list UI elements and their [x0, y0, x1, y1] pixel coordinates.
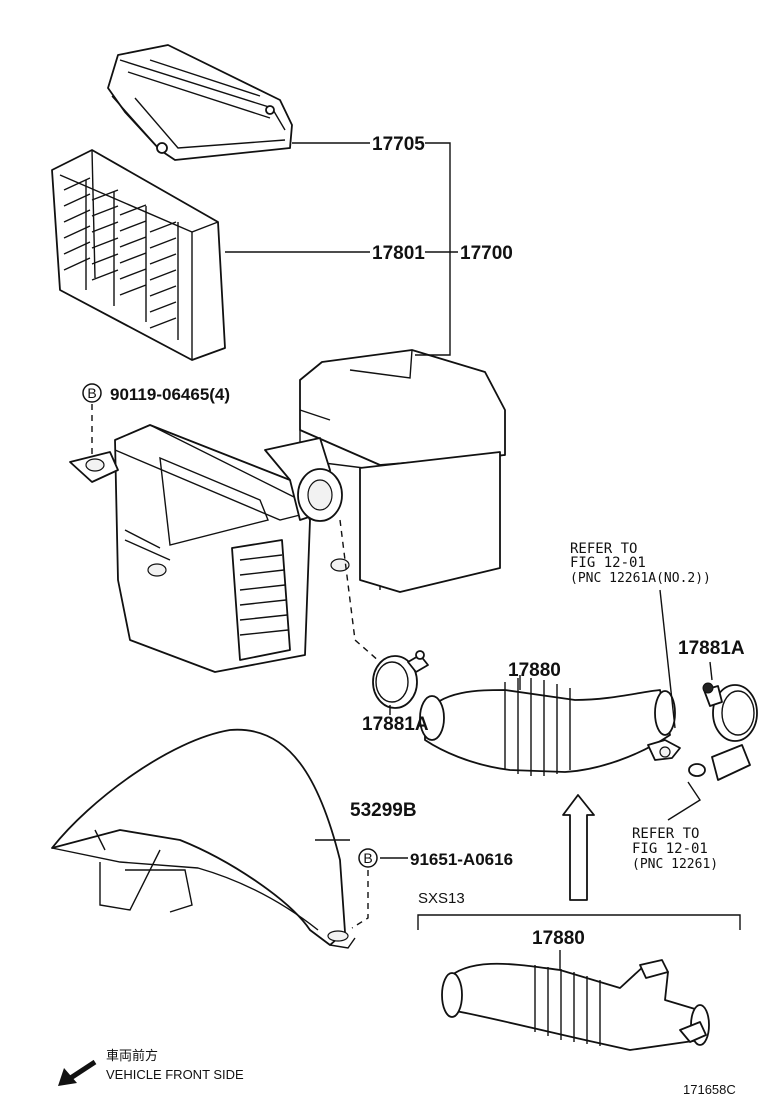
part-number-17881a-left: 17881A — [362, 714, 429, 735]
air-cleaner-case-drawing — [69, 349, 506, 673]
refer-bottom-line2: FIG 12-01 — [632, 841, 708, 857]
part-number-17880-main: 17880 — [508, 660, 561, 681]
direction-arrow — [562, 794, 595, 901]
bolt-badge-b-upper: B — [82, 383, 102, 403]
figure-code: 171658C — [683, 1082, 736, 1097]
part-number-17881a-right: 17881A — [678, 638, 745, 659]
hose-clamp-right-drawing — [702, 661, 758, 742]
part-number-17705: 17705 — [372, 134, 425, 155]
hose-clamp-left-drawing — [372, 650, 429, 715]
upper-leaders — [91, 142, 458, 663]
refer-top-line3: (PNC 12261A(NO.2)) — [570, 571, 711, 586]
part-number-17880-sxs13: 17880 — [532, 928, 585, 949]
refer-note-bottom: REFER TO FIG 12-01 (PNC 12261) — [632, 826, 718, 872]
air-cleaner-cap-drawing — [107, 44, 293, 161]
sxs13-variant-drawing — [417, 914, 741, 1051]
bolt-badge-b-lower: B — [358, 848, 378, 868]
air-duct-drawing — [51, 728, 408, 949]
part-number-17801: 17801 — [372, 243, 425, 264]
part-number-53299b: 53299B — [350, 800, 417, 821]
refer-note-top: REFER TO FIG 12-01 (PNC 12261A(NO.2)) — [570, 541, 711, 586]
direction-japanese: 車両前方 — [106, 1048, 158, 1063]
part-number-91651: 91651-A0616 — [410, 850, 513, 869]
badge-label: B — [87, 385, 96, 401]
refer-top-line1: REFER TO — [570, 541, 637, 557]
refer-top-line2: FIG 12-01 — [570, 555, 646, 571]
direction-english: VEHICLE FRONT SIDE — [106, 1067, 244, 1082]
part-number-90119: 90119-06465(4) — [110, 385, 230, 404]
refer-bottom-line3: (PNC 12261) — [632, 857, 718, 872]
variant-label: SXS13 — [418, 890, 465, 907]
air-filter-element-drawing — [51, 149, 226, 361]
intake-hose-main-drawing — [419, 675, 681, 776]
vehicle-front-arrow-icon — [58, 1059, 97, 1086]
pcv-hose-drawing — [659, 589, 751, 821]
part-number-17700: 17700 — [460, 243, 513, 264]
badge-label: B — [363, 850, 372, 866]
refer-bottom-line1: REFER TO — [632, 826, 699, 842]
